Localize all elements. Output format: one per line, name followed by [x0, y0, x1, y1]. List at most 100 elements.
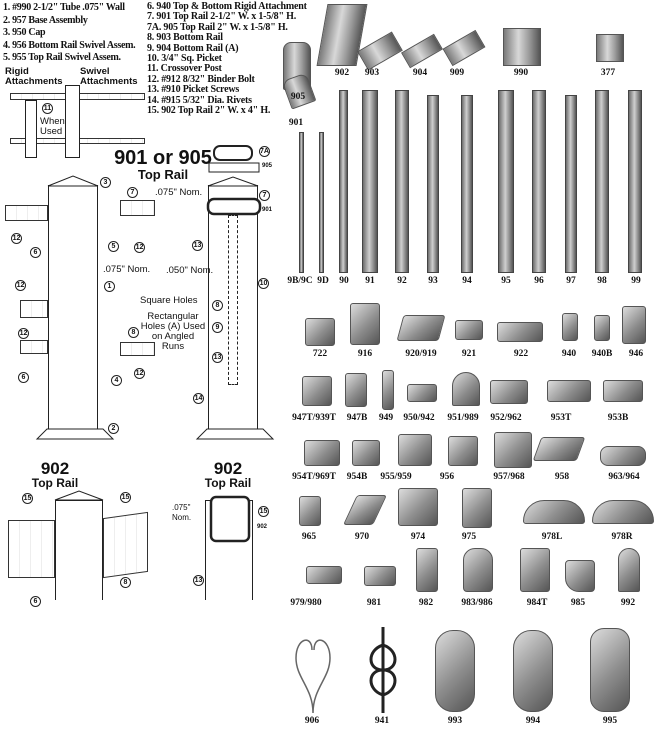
- part-921: [455, 320, 483, 340]
- part-953b: [603, 380, 643, 402]
- nom-075-left: .075" Nom.: [103, 264, 151, 275]
- callout: 12: [134, 368, 145, 379]
- post-cap: [47, 175, 99, 187]
- rail-label: 990: [513, 68, 529, 78]
- callout: 14: [193, 393, 204, 404]
- rail-label: 901: [288, 118, 304, 128]
- part-label: 983/986: [461, 598, 493, 608]
- part-label: 951/989: [447, 413, 479, 423]
- callout: 13: [193, 575, 204, 586]
- title-902-sub: Top Rail: [204, 476, 252, 490]
- picket-label: 96: [534, 276, 544, 286]
- part-722: [305, 318, 335, 346]
- callout: 12: [18, 328, 29, 339]
- part-985: [565, 560, 595, 592]
- part-978r: [592, 500, 654, 524]
- part-label: 963/964: [608, 472, 640, 482]
- part-label: 981: [366, 598, 382, 608]
- picket-label: 94: [462, 276, 472, 286]
- part-label: 965: [301, 532, 317, 542]
- rail-990-image: [503, 28, 541, 66]
- part-label: 984T: [526, 598, 548, 608]
- part-916: [350, 303, 380, 345]
- top-rail-left: [5, 205, 48, 221]
- part-label: 956: [439, 472, 455, 482]
- part-label: 992: [620, 598, 636, 608]
- callout: 12: [15, 280, 26, 291]
- part-label: 993: [447, 716, 463, 726]
- part-978l: [523, 500, 585, 524]
- part-label: 953T: [550, 413, 572, 423]
- post-91: [362, 90, 378, 273]
- part-955: [398, 434, 432, 466]
- picket-label: 92: [397, 276, 407, 286]
- callout: 4: [111, 375, 122, 386]
- part-922: [497, 322, 543, 342]
- part-label: 978R: [611, 532, 633, 542]
- part-label: 947T/939T: [292, 413, 336, 423]
- legend-item: 12. #912 8/32" Binder Bolt: [147, 73, 255, 85]
- rail-904-image: [401, 33, 443, 69]
- callout: 15: [22, 493, 33, 504]
- rail-377-image: [596, 34, 624, 62]
- part-label: 941: [374, 716, 390, 726]
- rectangular-holes-label: Rectangular Holes (A) Used on Angled Run…: [140, 311, 206, 352]
- part-975: [462, 488, 492, 528]
- part-label: 922: [513, 349, 529, 359]
- callout: 3: [100, 177, 111, 188]
- callout: 13: [212, 352, 223, 363]
- post-right-cap: [207, 176, 259, 187]
- ornament-941: [369, 627, 397, 713]
- rail-label: 902: [334, 68, 350, 78]
- part-label: 940B: [591, 349, 613, 359]
- post-902-left: [55, 500, 103, 600]
- part-label: 952/962: [490, 413, 522, 423]
- legend-item: 6. 940 Top & Bottom Rigid Attachment: [147, 1, 307, 12]
- picket-label: 97: [566, 276, 576, 286]
- legend-item: 7A. 905 Top Rail 2" W. x 1-5/8" H.: [147, 21, 288, 33]
- part-979: [306, 566, 342, 584]
- ornament-995: [590, 628, 630, 712]
- part-958: [532, 437, 586, 461]
- post-base: [35, 428, 115, 440]
- callout: 6: [18, 372, 29, 383]
- crossover-rail-mid: [20, 300, 48, 318]
- main-post-small: [65, 85, 80, 158]
- post-92: [395, 90, 409, 273]
- callout: 7A: [259, 146, 270, 157]
- callout: 15: [120, 492, 131, 503]
- callout: 6: [30, 596, 41, 607]
- part-954t: [304, 440, 340, 466]
- post-93: [427, 95, 439, 273]
- picket-label: 90: [339, 276, 349, 286]
- post-98: [595, 90, 609, 273]
- legend-item: 9. 904 Bottom Rail (A): [147, 42, 239, 54]
- title-902-sub: Top Rail: [31, 476, 79, 490]
- part-940: [562, 313, 578, 341]
- part-946: [622, 306, 646, 344]
- part-963: [600, 446, 646, 466]
- part-label: 947B: [346, 413, 368, 423]
- callout: 15: [258, 506, 269, 517]
- square-holes-label: Square Holes: [140, 295, 198, 306]
- part-label: 906: [304, 716, 320, 726]
- callout: 7: [259, 190, 270, 201]
- callout: 12: [134, 242, 145, 253]
- rail-903-image: [357, 31, 403, 71]
- post-left: [48, 185, 98, 430]
- picket-9d: [319, 132, 324, 273]
- swivel-attachments-label: Swivel Attachments: [80, 66, 138, 87]
- rail-label: 904: [412, 68, 428, 78]
- part-954b: [352, 440, 380, 466]
- title-901-905-sub: Top Rail: [137, 167, 189, 182]
- part-983: [463, 548, 493, 592]
- legend-item: 3. 950 Cap: [3, 27, 46, 38]
- ornament-994: [513, 630, 553, 712]
- part-label: 946: [628, 349, 644, 359]
- when-used-label: When Used: [40, 116, 65, 137]
- part-label: 953B: [607, 413, 629, 423]
- part-953t: [547, 380, 591, 402]
- part-label: 970: [354, 532, 370, 542]
- callout: 7: [127, 187, 138, 198]
- part-label: 950/942: [403, 413, 435, 423]
